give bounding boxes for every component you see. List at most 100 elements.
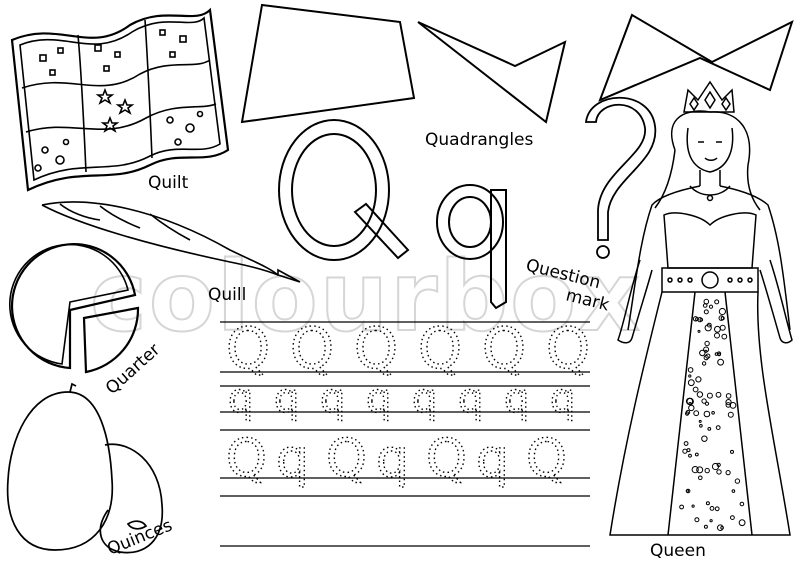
skirt-dot xyxy=(730,449,734,454)
skirt-dot xyxy=(697,329,701,333)
skirt-dot xyxy=(708,304,714,309)
skirt-dot xyxy=(703,355,709,361)
skirt-dot xyxy=(696,391,704,398)
label-quadrangles: Quadrangles xyxy=(425,130,534,150)
skirt-dot xyxy=(725,393,732,399)
skirt-dot xyxy=(701,361,707,366)
skirt-dot xyxy=(714,325,721,333)
skirt-dot xyxy=(704,467,710,474)
skirt-dot xyxy=(714,299,720,305)
label-quill: Quill xyxy=(208,285,246,305)
skirt-dot xyxy=(691,466,699,474)
skirt-dot xyxy=(703,309,709,315)
tracing-letter: q xyxy=(320,376,345,422)
skirt-dot xyxy=(731,489,736,493)
quilt-illustration xyxy=(10,7,230,192)
skirt-dot xyxy=(685,410,691,415)
tracing-letter: q xyxy=(274,376,299,422)
skirt-dot xyxy=(699,424,703,428)
tracing-letter: Q xyxy=(526,429,567,489)
skirt-dot xyxy=(714,332,720,339)
quarter-illustration xyxy=(9,243,140,374)
skirt-dot xyxy=(688,374,692,378)
skirt-dot xyxy=(683,441,689,446)
queen-skirt-dots xyxy=(679,298,746,532)
skirt-dot xyxy=(703,524,708,529)
tracing-letter: Q xyxy=(226,429,267,489)
skirt-dot xyxy=(703,410,711,418)
skirt-dot xyxy=(695,376,702,383)
tracing-letter: Q xyxy=(326,429,367,489)
skirt-dot xyxy=(717,358,724,366)
skirt-dot xyxy=(715,425,721,431)
skirt-dot xyxy=(688,453,692,458)
tracing-letter: Q xyxy=(226,317,270,382)
tracing-letter: Q xyxy=(290,317,334,382)
skirt-dot xyxy=(682,448,688,454)
skirt-dot xyxy=(716,351,722,356)
skirt-dot xyxy=(694,517,700,523)
skirt-dot xyxy=(725,399,732,406)
skirt-dot xyxy=(720,316,725,321)
skirt-dot xyxy=(720,526,724,530)
outlined-letters xyxy=(278,119,507,310)
skirt-dot xyxy=(687,379,695,387)
queen-illustration xyxy=(609,80,793,536)
skirt-dot xyxy=(709,506,715,511)
label-queen: Queen xyxy=(650,541,706,561)
skirt-dot xyxy=(711,411,715,415)
skirt-dot xyxy=(693,410,700,417)
skirt-dot xyxy=(692,386,699,393)
tracing-letter: Q xyxy=(426,429,467,489)
quill-illustration xyxy=(41,201,301,283)
skirt-dot xyxy=(719,324,726,331)
tracing-letter: Q xyxy=(546,317,590,382)
skirt-dot xyxy=(714,506,720,512)
skirt-dot xyxy=(696,466,704,474)
tracing-letter: Q xyxy=(482,317,526,382)
skirt-dot xyxy=(703,298,710,305)
skirt-dot xyxy=(739,501,745,507)
skirt-dot xyxy=(709,519,713,523)
tracing-letter: Q xyxy=(418,317,462,382)
tracing-letter: q xyxy=(476,429,509,489)
skirt-dot xyxy=(687,367,694,373)
skirt-dot xyxy=(727,411,734,418)
skirt-dot xyxy=(734,478,741,484)
skirt-dot xyxy=(706,322,712,328)
skirt-dot xyxy=(718,307,727,316)
skirt-dot xyxy=(707,427,712,431)
quinces-illustration xyxy=(6,382,164,554)
skirt-dot xyxy=(694,452,699,457)
skirt-dot xyxy=(718,315,725,321)
watermark: colourbox xyxy=(90,241,642,353)
skirt-dot xyxy=(705,501,710,506)
skirt-dot xyxy=(711,462,720,471)
skirt-dot xyxy=(697,317,703,323)
skirt-dot xyxy=(730,515,735,520)
skirt-dot xyxy=(685,397,694,405)
skirt-dot xyxy=(688,404,695,412)
skirt-dot xyxy=(698,475,703,481)
skirt-dot xyxy=(704,349,708,353)
skirt-dot xyxy=(721,333,728,340)
label-quilt: Quilt xyxy=(148,173,189,193)
tracing-letter: q xyxy=(228,376,253,422)
skirt-dot xyxy=(725,470,731,476)
tracing-letter: q xyxy=(376,429,409,489)
skirt-dot xyxy=(701,398,707,404)
skirt-dot xyxy=(716,469,722,475)
skirt-dot xyxy=(704,340,710,347)
skirt-dot xyxy=(699,349,706,357)
skirt-dot xyxy=(704,401,710,406)
tracing-letter: q xyxy=(366,376,391,422)
skirt-dot xyxy=(717,524,724,532)
tracing-letter: q xyxy=(276,429,309,489)
skirt-dot xyxy=(691,504,695,508)
tracing-letter: q xyxy=(550,376,575,422)
tracing-guidelines xyxy=(220,321,590,547)
skirt-dot xyxy=(685,488,691,494)
